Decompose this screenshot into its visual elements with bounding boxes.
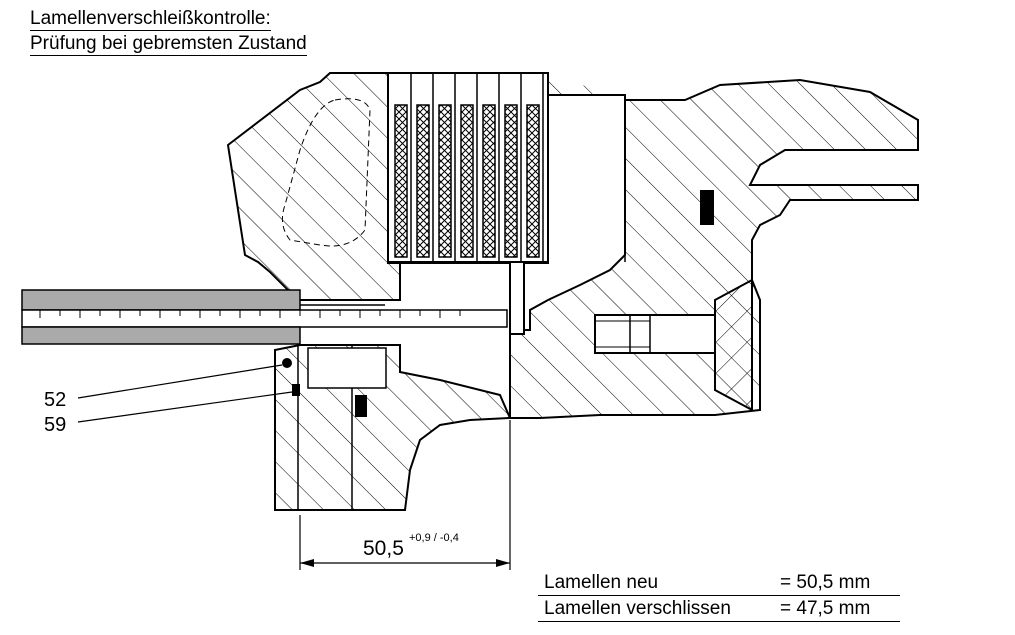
callout-59-label: 59 [44, 414, 66, 436]
disc-pack [387, 72, 549, 264]
note-row-worn: Lamellen verschlissen = 47,5 mm [538, 596, 900, 622]
dimension-value: 50,5 [363, 537, 404, 560]
caliper-gauge [21, 261, 525, 345]
hidden-contour [281, 98, 371, 247]
note-value-worn: = 47,5 mm [780, 598, 871, 619]
bolt [594, 278, 753, 412]
housing-lower [274, 344, 512, 511]
diagram-title-line-1: Lamellenverschleißkontrolle: [30, 8, 271, 31]
note-label-new: Lamellen neu [544, 572, 659, 593]
diagram-title-line-2: Prüfung bei gebremsten Zustand [30, 33, 307, 56]
callout-52-leader [77, 364, 283, 399]
note-row-new: Lamellen neu = 50,5 mm [538, 570, 900, 596]
note-value-new: = 50,5 mm [780, 572, 871, 593]
callout-52-label: 52 [44, 389, 66, 411]
callout-59-leader [77, 391, 293, 423]
housing-left [226, 72, 401, 301]
dimension-annotation: 50,5 +0,9 / -0,4 [299, 420, 511, 570]
note-label-worn: Lamellen verschlissen [544, 598, 731, 619]
disc-thickness-notes: Lamellen neu = 50,5 mm Lamellen verschli… [538, 570, 900, 622]
dimension-tolerance: +0,9 / -0,4 [409, 532, 459, 544]
